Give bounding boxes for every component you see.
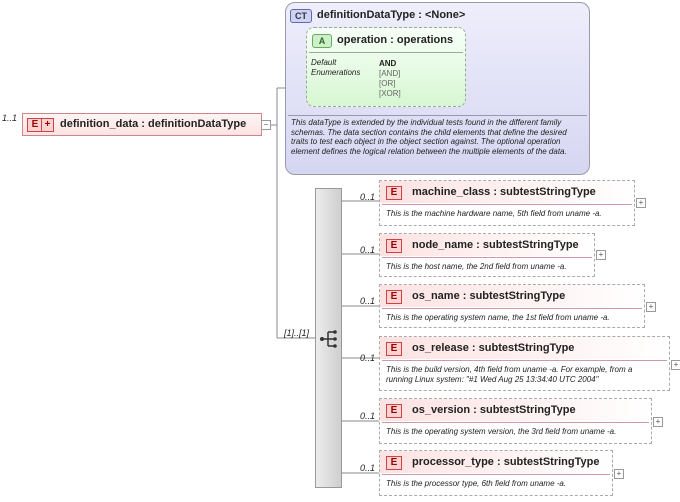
default-value: AND bbox=[379, 59, 397, 68]
element-icon: E bbox=[386, 456, 402, 470]
element-multiplicity: 0..1 bbox=[360, 411, 376, 421]
element-multiplicity: 0..1 bbox=[360, 245, 376, 255]
expand-icon[interactable]: + bbox=[41, 118, 54, 132]
root-element-name: definition_data : definitionDataType bbox=[60, 118, 247, 130]
attribute-name: operation : operations bbox=[337, 34, 454, 46]
element-icon: E bbox=[386, 290, 402, 304]
element-multiplicity: 0..1 bbox=[360, 192, 376, 202]
root-element-definition-data[interactable]: E + definition_data : definitionDataType… bbox=[22, 113, 271, 136]
element-name: processor_type : subtestStringType bbox=[412, 456, 600, 468]
element-icon: E bbox=[27, 118, 43, 132]
element-multiplicity: 0..1 bbox=[360, 353, 376, 363]
element-icon: E bbox=[386, 186, 402, 200]
attribute-icon: A bbox=[312, 34, 332, 48]
element-machine-class[interactable]: E machine_class : subtestStringType This… bbox=[379, 180, 635, 226]
expand-toggle-icon[interactable]: + bbox=[614, 469, 624, 479]
element-documentation: This is the operating system name, the 1… bbox=[386, 313, 610, 322]
element-icon: E bbox=[386, 239, 402, 253]
element-name: os_name : subtestStringType bbox=[412, 290, 566, 302]
expand-toggle-icon[interactable]: + bbox=[646, 302, 656, 312]
complex-type-icon: CT bbox=[290, 9, 312, 23]
enumeration-value: [AND] bbox=[379, 69, 401, 78]
complex-type-divider bbox=[288, 115, 587, 116]
element-processor-type[interactable]: E processor_type : subtestStringType Thi… bbox=[379, 450, 613, 496]
element-documentation: This is the processor type, 6th field fr… bbox=[386, 479, 567, 488]
element-icon: E bbox=[386, 404, 402, 418]
enumeration-value: [OR] bbox=[379, 79, 396, 88]
sequence-icon bbox=[320, 330, 337, 348]
complex-type-name: definitionDataType : <None> bbox=[317, 9, 466, 21]
default-label: Default Enumerations bbox=[311, 58, 361, 77]
element-name: os_version : subtestStringType bbox=[412, 404, 576, 416]
element-documentation: This is the host name, the 2nd field fro… bbox=[386, 262, 567, 271]
root-multiplicity: 1..1 bbox=[2, 113, 18, 123]
expand-toggle-icon[interactable]: + bbox=[636, 198, 646, 208]
complex-type-definitionDataType[interactable]: CT definitionDataType : <None> A operati… bbox=[285, 2, 590, 175]
element-os-version[interactable]: E os_version : subtestStringType This is… bbox=[379, 398, 652, 444]
complex-type-documentation: This dataType is extended by the individ… bbox=[291, 118, 567, 156]
element-os-name[interactable]: E os_name : subtestStringType This is th… bbox=[379, 284, 645, 328]
element-documentation: running Linux system: "#1 Wed Aug 25 13:… bbox=[386, 375, 599, 384]
sequence-compositor[interactable] bbox=[315, 188, 342, 488]
element-name: node_name : subtestStringType bbox=[412, 239, 579, 251]
expand-toggle-icon[interactable]: + bbox=[653, 417, 663, 427]
element-os-release[interactable]: E os_release : subtestStringType This is… bbox=[379, 336, 670, 391]
enumeration-value: [XOR] bbox=[379, 89, 401, 98]
attribute-operation[interactable]: A operation : operations Default Enumera… bbox=[306, 27, 466, 107]
element-node-name[interactable]: E node_name : subtestStringType This is … bbox=[379, 233, 595, 277]
element-name: machine_class : subtestStringType bbox=[412, 186, 596, 198]
element-multiplicity: 0..1 bbox=[360, 463, 376, 473]
element-icon: E bbox=[386, 342, 402, 356]
attribute-divider bbox=[309, 52, 463, 53]
element-multiplicity: 0..1 bbox=[360, 296, 376, 306]
element-documentation: This is the machine hardware name, 5th f… bbox=[386, 209, 602, 218]
collapse-toggle-icon[interactable]: − bbox=[261, 120, 271, 130]
element-documentation: This is the build version, 4th field fro… bbox=[386, 365, 633, 374]
sequence-multiplicity: [1]..[1] bbox=[284, 328, 310, 338]
element-documentation: This is the operating system version, th… bbox=[386, 427, 617, 436]
expand-toggle-icon[interactable]: + bbox=[671, 360, 680, 370]
element-name: os_release : subtestStringType bbox=[412, 342, 575, 354]
expand-toggle-icon[interactable]: + bbox=[596, 250, 606, 260]
